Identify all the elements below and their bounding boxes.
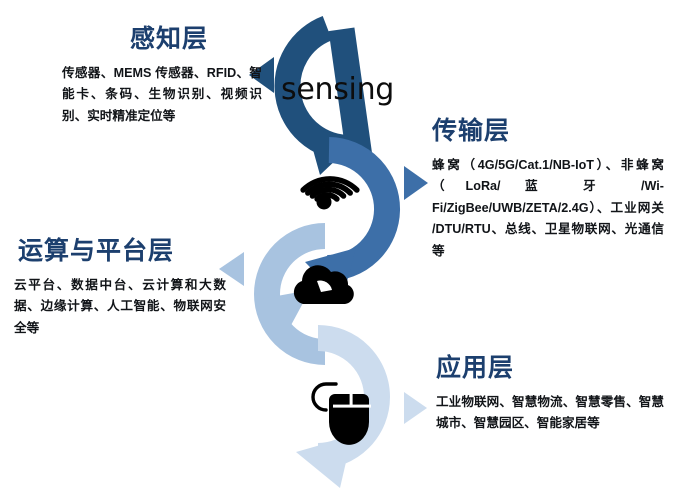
layer-body-sensing: 传感器、MEMS 传感器、RFID、智能卡、条码、生物识别、视频识别、实时精准定… [62, 65, 262, 123]
layer-body-application: 工业物联网、智慧物流、智慧零售、智慧城市、智慧园区、智能家居等 [436, 394, 664, 431]
triangle-left-icon-computing [219, 252, 244, 286]
layer-title-computing: 运算与平台层 [18, 237, 175, 265]
arc-application [296, 325, 390, 488]
layer-title-sensing: 感知层 [130, 25, 209, 53]
cloud-icon [293, 265, 354, 304]
layer-block-sensing: 感知层 传感器、MEMS 传感器、RFID、智能卡、条码、生物识别、视频识别、实… [62, 25, 262, 127]
triangle-right-icon-transmission [404, 166, 428, 200]
layer-body-transmission: 蜂窝（4G/5G/Cat.1/NB-IoT）、非蜂窝（LoRa/ 蓝 牙 /Wi… [432, 157, 664, 259]
layer-title-application: 应用层 [436, 354, 515, 382]
layer-title-transmission: 传输层 [432, 117, 511, 145]
layer-block-computing: 运算与平台层 云平台、数据中台、云计算和大数据、边缘计算、人工智能、物联网安全等 [14, 237, 226, 339]
arc-computing [254, 223, 326, 365]
triangle-right-icon-application [404, 392, 427, 424]
layer-body-computing: 云平台、数据中台、云计算和大数据、边缘计算、人工智能、物联网安全等 [14, 277, 226, 335]
wifi-signal-icon [300, 176, 360, 210]
layer-block-application: 应用层 工业物联网、智慧物流、智慧零售、智慧城市、智慧园区、智能家居等 [436, 354, 664, 435]
layer-block-transmission: 传输层 蜂窝（4G/5G/Cat.1/NB-IoT）、非蜂窝（LoRa/ 蓝 牙… [432, 117, 664, 263]
computer-mouse-icon [311, 382, 371, 445]
triangle-left-icon-sensing [249, 57, 274, 93]
sensing-label: sensing [281, 72, 395, 107]
